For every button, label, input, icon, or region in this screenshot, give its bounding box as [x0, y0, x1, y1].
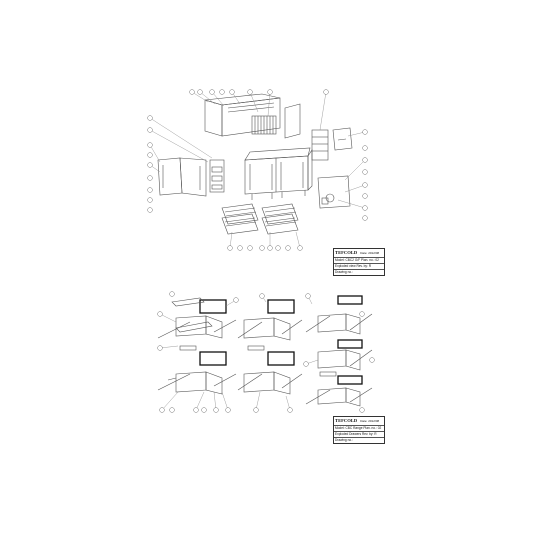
drawer-assembly-3	[237, 299, 303, 351]
part-balloon	[362, 145, 368, 151]
part-balloon	[201, 407, 207, 413]
cabinet-body	[244, 147, 313, 200]
part-balloon	[147, 175, 153, 181]
part-balloon	[225, 407, 231, 413]
part-balloon	[157, 311, 163, 317]
part-balloon	[362, 182, 368, 188]
fan-unit	[209, 159, 225, 193]
drawer-assembly-5	[305, 295, 373, 335]
drawer-assembly-4	[237, 351, 303, 395]
drawer-assembly-2	[157, 351, 237, 395]
part-balloon	[369, 357, 375, 363]
part-balloon	[159, 407, 165, 413]
part-balloon	[259, 293, 265, 299]
part-balloon	[285, 245, 291, 251]
part-balloon	[253, 407, 259, 413]
part-balloon	[169, 407, 175, 413]
part-balloon	[247, 89, 253, 95]
wire-shelf-right	[261, 203, 299, 235]
side-panel-right	[284, 103, 301, 139]
part-balloon	[227, 245, 233, 251]
leader-lines-top	[149, 91, 366, 249]
part-balloon	[147, 152, 153, 158]
part-balloon	[157, 345, 163, 351]
part-balloon	[147, 127, 153, 133]
part-balloon	[147, 115, 153, 121]
part-balloon	[362, 215, 368, 221]
part-balloon	[259, 245, 265, 251]
part-balloon	[362, 205, 368, 211]
wire-shelf-left	[221, 203, 259, 235]
part-balloon	[229, 89, 235, 95]
part-balloon	[362, 157, 368, 163]
part-balloon	[297, 245, 303, 251]
part-balloon	[275, 245, 281, 251]
part-balloon	[362, 193, 368, 199]
part-balloon	[219, 89, 225, 95]
condenser-coil	[251, 115, 277, 135]
compressor-assembly	[317, 175, 351, 209]
drawer-assembly-6	[317, 339, 373, 377]
part-balloon	[362, 129, 368, 135]
part-balloon	[362, 169, 368, 175]
part-balloon	[323, 89, 329, 95]
cabinet-top-panel	[204, 93, 281, 137]
part-balloon	[233, 297, 239, 303]
part-balloon	[359, 311, 365, 317]
part-balloon	[147, 197, 153, 203]
part-balloon	[213, 407, 219, 413]
part-balloon	[247, 245, 253, 251]
drawer-assembly-1	[157, 297, 237, 351]
part-balloon	[209, 89, 215, 95]
part-balloon	[147, 142, 153, 148]
part-balloon	[147, 187, 153, 193]
part-balloon	[237, 245, 243, 251]
part-balloon	[303, 361, 309, 367]
part-balloon	[193, 407, 199, 413]
part-balloon	[287, 407, 293, 413]
part-number-balloons	[147, 89, 375, 413]
part-balloon	[359, 407, 365, 413]
part-balloon	[147, 207, 153, 213]
part-balloon	[197, 89, 203, 95]
part-balloon	[169, 291, 175, 297]
control-panel	[311, 129, 329, 161]
part-balloon	[305, 293, 311, 299]
part-balloon	[189, 89, 195, 95]
part-balloon	[147, 162, 153, 168]
part-balloon	[267, 245, 273, 251]
evaporator-box	[332, 127, 353, 151]
drawer-assembly-7	[305, 375, 373, 407]
door-left	[157, 157, 207, 197]
part-balloon	[267, 89, 273, 95]
